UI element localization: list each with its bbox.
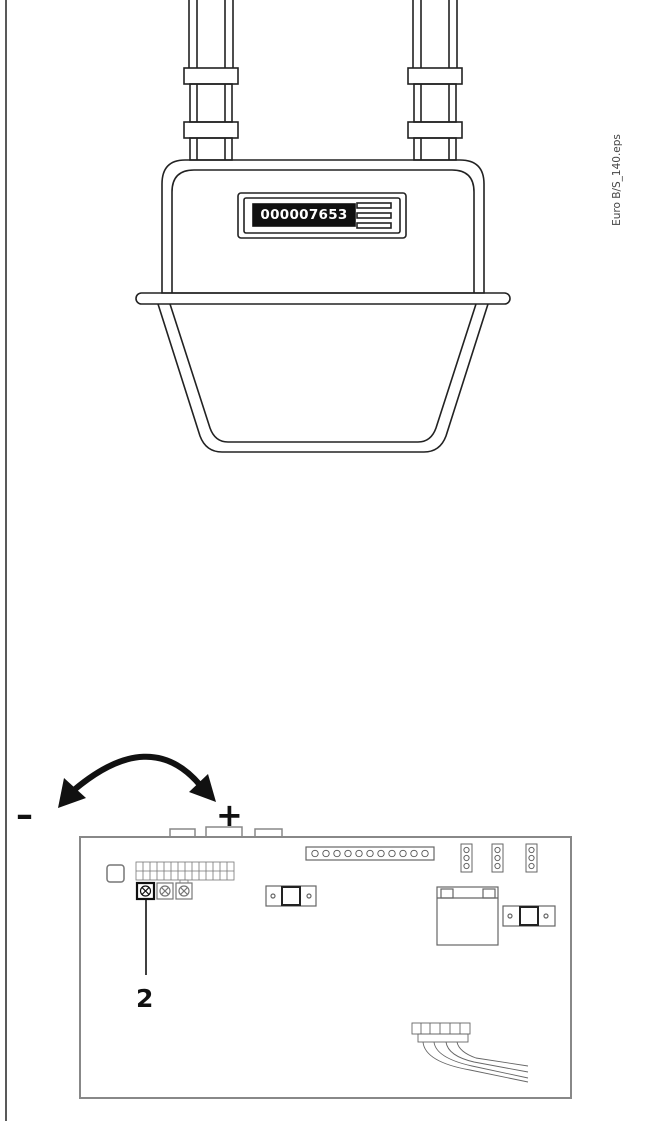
potentiometer-3 <box>156 882 174 900</box>
meter-reading: 000007653 <box>260 207 348 223</box>
meter-flange <box>135 292 511 305</box>
terminal-block <box>135 861 235 884</box>
connector-top-1 <box>169 828 196 837</box>
transformer-component <box>436 886 499 946</box>
meter-label-line <box>356 212 392 219</box>
increase-symbol: + <box>216 796 243 834</box>
meter-label-line <box>356 222 392 229</box>
connector-top-3 <box>254 828 283 837</box>
meter-counter-window <box>252 203 356 227</box>
gas-meter <box>135 0 511 453</box>
board-outline <box>79 836 572 1099</box>
relay-component-2 <box>502 905 556 927</box>
meter-display-plate-inner <box>243 197 401 234</box>
meter-upper-inner <box>171 169 475 293</box>
potentiometer-4 <box>175 882 193 900</box>
decrease-symbol: – <box>16 795 33 835</box>
adjustment-arrow <box>58 753 216 808</box>
meter-display-plate <box>237 192 407 239</box>
cable-connector <box>411 1022 529 1083</box>
left-pipe <box>183 0 239 161</box>
pin-header-pins <box>311 849 429 858</box>
small-square-component <box>106 864 125 883</box>
pin-header-row <box>305 846 435 861</box>
meter-lower-body <box>157 303 489 453</box>
potentiometer-2 <box>135 881 156 901</box>
meter-label-line <box>356 202 392 209</box>
source-label: Euro B/S_140.eps <box>611 134 623 226</box>
arrowhead-left <box>58 778 86 808</box>
callout-label-2: 2 <box>136 984 154 1013</box>
source-label-text: Euro B/S_140.eps <box>611 134 623 226</box>
meter-lower-inner <box>169 303 477 443</box>
arrowhead-right <box>189 774 216 802</box>
circuit-board <box>79 826 572 1099</box>
relay-component-1 <box>265 885 317 907</box>
right-pipe <box>407 0 463 161</box>
vertical-headers <box>460 843 538 873</box>
connector-top-2 <box>205 826 243 837</box>
